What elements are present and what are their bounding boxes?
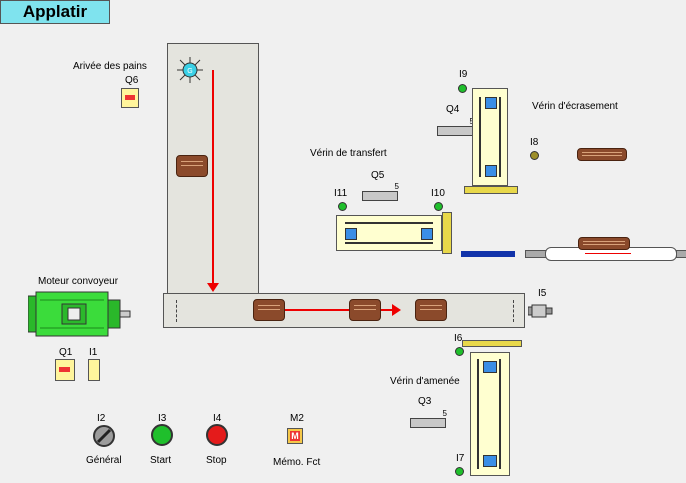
q4-label: Q4	[446, 104, 460, 115]
rod	[477, 359, 479, 469]
i5-label: I5	[538, 288, 547, 299]
ecrasement-press-plate	[464, 186, 518, 194]
verin-amenee-label: Vérin d'amenée	[390, 376, 460, 387]
moteur-label: Moteur convoyeur	[38, 276, 119, 287]
bread-on-output	[578, 237, 630, 250]
output-indicator	[125, 95, 135, 100]
stop-button[interactable]	[206, 424, 228, 446]
output-connector	[525, 250, 547, 258]
verin-amenee-cylinder	[470, 352, 510, 476]
output-flow-arrow	[585, 253, 631, 254]
i11-led	[338, 202, 347, 211]
stop-label: Stop	[206, 455, 227, 466]
motor-icon	[28, 291, 131, 337]
i6-led	[455, 347, 464, 356]
output-indicator	[59, 367, 70, 372]
arrivee-label: Arivée des pains	[73, 61, 147, 72]
transfer-plate	[461, 251, 515, 257]
i6-label: I6	[454, 333, 463, 344]
q1-label: Q1	[59, 347, 73, 358]
general-selector-switch[interactable]	[92, 424, 116, 448]
i5-proximity-sensor-icon	[528, 304, 553, 318]
q4-valve[interactable]: 5	[437, 117, 474, 136]
bread-loaf	[176, 155, 208, 177]
i10-label: I10	[431, 188, 445, 199]
bread-source-icon: G	[177, 57, 203, 83]
verin-transfert-label: Vérin de transfert	[310, 148, 387, 159]
vertical-arrowhead	[207, 283, 219, 292]
i8-led	[530, 151, 539, 160]
piston	[345, 228, 357, 240]
rod	[479, 97, 481, 177]
q3-label: Q3	[418, 396, 432, 407]
conveyor-marker	[176, 300, 178, 322]
q1-output-box[interactable]	[55, 359, 75, 381]
memo-icon: M	[290, 431, 300, 441]
horizontal-flow-arrow	[285, 309, 393, 311]
piston	[485, 97, 497, 109]
transfert-pusher	[442, 212, 452, 254]
piston	[421, 228, 433, 240]
general-label: Général	[86, 455, 122, 466]
output-connector	[676, 250, 686, 258]
piston	[483, 361, 497, 373]
i11-label: I11	[334, 188, 348, 199]
i10-led	[434, 202, 443, 211]
vertical-flow-arrow	[212, 70, 214, 285]
rod	[499, 359, 501, 469]
i2-label: I2	[97, 413, 106, 424]
amenee-plate	[462, 340, 522, 347]
start-button[interactable]	[151, 424, 173, 446]
i1-input-box[interactable]	[88, 359, 100, 381]
i7-led	[455, 467, 464, 476]
q6-output-box[interactable]	[121, 88, 139, 108]
memo-fct-box[interactable]: M	[287, 428, 303, 444]
i4-label: I4	[213, 413, 222, 424]
verin-transfert-cylinder	[336, 215, 442, 251]
q3-valve[interactable]: 5	[410, 409, 447, 428]
m2-label: M2	[290, 413, 304, 424]
i8-label: I8	[530, 137, 539, 148]
q5-label: Q5	[371, 170, 385, 181]
start-label: Start	[150, 455, 172, 466]
rod	[499, 97, 501, 177]
verin-ecrasement-cylinder	[472, 88, 508, 186]
i7-label: I7	[456, 453, 465, 464]
memo-label: Mémo. Fct	[273, 457, 321, 468]
q5-valve[interactable]: 5	[362, 182, 399, 201]
horizontal-arrowhead	[392, 304, 401, 316]
piston	[485, 165, 497, 177]
valve-number: 5	[442, 409, 447, 418]
bread-loaf	[253, 299, 285, 321]
piston	[483, 455, 497, 467]
bread-loaf	[415, 299, 447, 321]
conveyor-marker	[513, 300, 515, 322]
rod	[345, 222, 433, 224]
valve-number: 5	[470, 117, 474, 126]
svg-text:G: G	[187, 68, 192, 75]
applatir-title-button[interactable]: Applatir	[0, 0, 110, 24]
i3-label: I3	[158, 413, 167, 424]
valve-number: 5	[394, 182, 399, 191]
rod	[345, 242, 433, 244]
i9-led	[458, 84, 467, 93]
bread-loaf	[349, 299, 381, 321]
q6-label: Q6	[125, 75, 139, 86]
i1-label: I1	[89, 347, 98, 358]
i9-label: I9	[459, 69, 468, 80]
flattened-bread	[577, 148, 627, 161]
verin-ecrasement-label: Vérin d'écrasement	[532, 101, 618, 112]
